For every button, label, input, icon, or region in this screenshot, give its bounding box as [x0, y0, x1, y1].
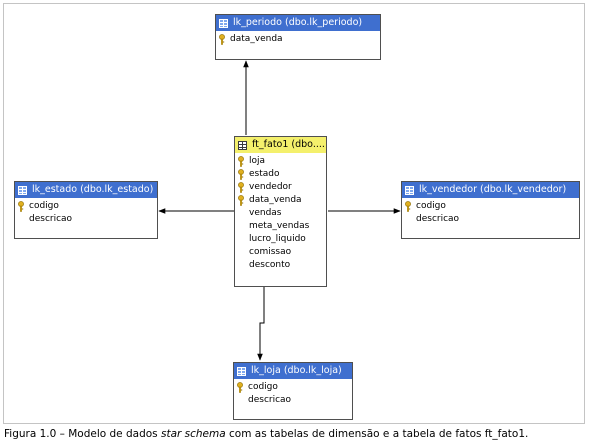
column-list: codigo descricao	[402, 198, 579, 226]
table-lk-vendedor[interactable]: lk_vendedor (dbo.lk_vendedor) codigo desc…	[401, 181, 580, 239]
column-name: data_venda	[249, 195, 302, 205]
primary-key-icon	[15, 201, 27, 212]
relation-fato-loja	[257, 287, 265, 361]
primary-key-icon	[235, 182, 247, 193]
column-name: descricao	[29, 214, 73, 224]
column-name: vendedor	[249, 182, 292, 192]
column-row[interactable]: codigo	[402, 200, 579, 213]
table-title: ft_fato1 (dbo....	[252, 139, 325, 150]
column-name: loja	[249, 156, 266, 166]
column-row[interactable]: estado	[235, 168, 326, 181]
table-header[interactable]: lk_estado (dbo.lk_estado)	[15, 182, 157, 198]
table-header[interactable]: lk_loja (dbo.lk_loja)	[234, 363, 352, 379]
column-row[interactable]: descricao	[234, 394, 352, 407]
table-ft-fato1[interactable]: ft_fato1 (dbo.... loja estado vendedor data…	[234, 136, 327, 287]
column-row[interactable]: vendedor	[235, 181, 326, 194]
column-list: codigo descricao	[234, 379, 352, 407]
table-icon	[219, 18, 228, 28]
table-lk-loja[interactable]: lk_loja (dbo.lk_loja) codigo descricao	[233, 362, 353, 420]
column-name: meta_vendas	[249, 221, 310, 231]
column-name: comissao	[249, 247, 292, 257]
primary-key-icon	[235, 156, 247, 167]
column-list: codigo descricao	[15, 198, 157, 226]
column-row[interactable]: codigo	[234, 381, 352, 394]
column-row[interactable]: meta_vendas	[235, 220, 326, 233]
table-title: lk_vendedor (dbo.lk_vendedor)	[419, 184, 567, 195]
column-name: codigo	[29, 201, 59, 211]
column-row[interactable]: comissao	[235, 246, 326, 259]
primary-key-icon	[234, 382, 246, 393]
column-name: lucro_liquido	[249, 234, 306, 244]
primary-key-icon	[235, 169, 247, 180]
column-row[interactable]: loja	[235, 155, 326, 168]
primary-key-icon	[402, 201, 414, 212]
caption-emphasis: star schema	[160, 428, 226, 440]
table-title: lk_loja (dbo.lk_loja)	[251, 365, 342, 376]
column-row[interactable]: lucro_liquido	[235, 233, 326, 246]
column-row[interactable]: descricao	[402, 213, 579, 226]
column-row[interactable]: data_venda	[216, 33, 380, 46]
primary-key-icon	[216, 34, 228, 45]
table-lk-periodo[interactable]: lk_periodo (dbo.lk_periodo) data_venda	[215, 14, 381, 60]
primary-key-icon	[235, 195, 247, 206]
table-title: lk_estado (dbo.lk_estado)	[32, 184, 154, 195]
column-row[interactable]: descricao	[15, 213, 157, 226]
column-row[interactable]: data_venda	[235, 194, 326, 207]
column-name: descricao	[248, 395, 292, 405]
column-name: vendas	[249, 208, 282, 218]
table-icon	[238, 140, 247, 150]
table-header[interactable]: ft_fato1 (dbo....	[235, 137, 326, 153]
caption-suffix: com as tabelas de dimensão e a tabela de…	[225, 428, 529, 440]
column-name: data_venda	[230, 34, 283, 44]
table-title: lk_periodo (dbo.lk_periodo)	[233, 17, 363, 28]
table-header[interactable]: lk_periodo (dbo.lk_periodo)	[216, 15, 380, 31]
column-name: desconto	[249, 260, 291, 270]
column-row[interactable]: vendas	[235, 207, 326, 220]
column-row[interactable]: codigo	[15, 200, 157, 213]
column-row[interactable]: desconto	[235, 259, 326, 272]
table-icon	[405, 185, 414, 195]
column-name: descricao	[416, 214, 460, 224]
figure-caption: Figura 1.0 – Modelo de dados star schema…	[4, 428, 528, 440]
caption-prefix: Figura 1.0 – Modelo de dados	[4, 428, 161, 440]
table-lk-estado[interactable]: lk_estado (dbo.lk_estado) codigo descrica…	[14, 181, 158, 239]
table-icon	[237, 366, 246, 376]
column-name: codigo	[416, 201, 446, 211]
table-header[interactable]: lk_vendedor (dbo.lk_vendedor)	[402, 182, 579, 198]
column-list: data_venda	[216, 31, 380, 46]
column-name: codigo	[248, 382, 278, 392]
column-name: estado	[249, 169, 280, 179]
table-icon	[18, 185, 27, 195]
